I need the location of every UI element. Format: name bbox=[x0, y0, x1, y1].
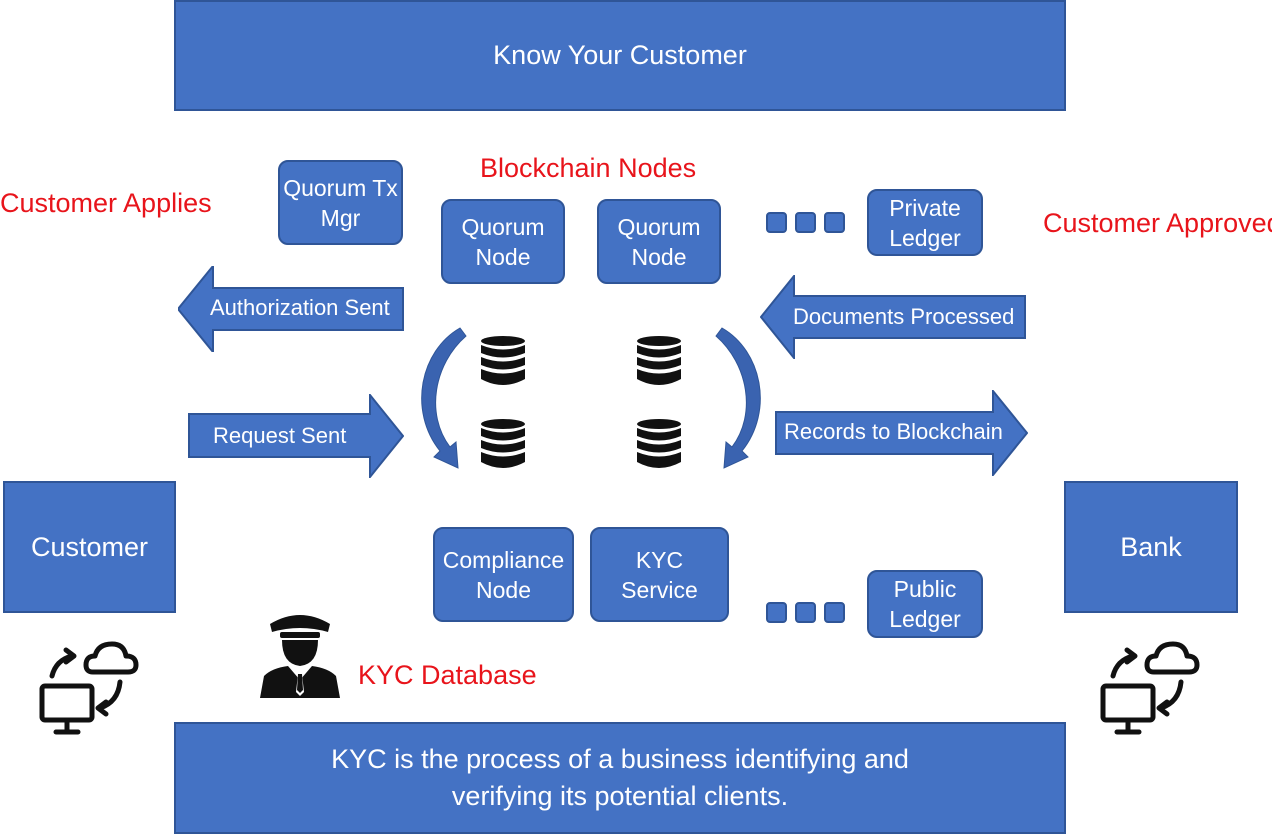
quorum-tx-mgr-node: Quorum Tx Mgr bbox=[278, 160, 403, 245]
documents-processed-label: Documents Processed bbox=[793, 304, 1015, 329]
request-sent-label: Request Sent bbox=[213, 423, 347, 448]
quorum-node-1: Quorum Node bbox=[441, 199, 565, 284]
ellipsis-dot bbox=[795, 212, 816, 233]
request-sent-arrow bbox=[188, 394, 404, 478]
blockchain-nodes-label: Blockchain Nodes bbox=[480, 153, 697, 183]
records-to-blockchain-label: Records to Blockchain bbox=[784, 419, 1003, 444]
curved-arrow-icon bbox=[715, 327, 761, 469]
customer-box: Customer bbox=[3, 481, 176, 613]
ellipsis-dot bbox=[766, 212, 787, 233]
authorization-sent-label: Authorization Sent bbox=[210, 295, 390, 320]
curved-arrow-icon bbox=[421, 327, 467, 469]
bank-label: Bank bbox=[1120, 531, 1182, 562]
database-icon bbox=[481, 419, 525, 468]
database-icon bbox=[637, 336, 681, 385]
kyc-service-node: KYC Service bbox=[590, 527, 729, 622]
computer-cloud-sync-icon bbox=[39, 641, 139, 735]
database-icon bbox=[481, 336, 525, 385]
kyc-database-label: KYC Database bbox=[358, 660, 537, 690]
ellipsis-dot bbox=[795, 602, 816, 623]
customer-applies-label: Customer Applies bbox=[0, 188, 212, 218]
private-ledger-node: Private Ledger bbox=[867, 189, 983, 256]
documents-processed-arrow bbox=[760, 275, 1026, 359]
footer-text-line-1: KYC is the process of a business identif… bbox=[331, 744, 909, 774]
authorization-sent-arrow bbox=[178, 266, 404, 352]
footer-banner: KYC is the process of a business identif… bbox=[174, 722, 1066, 834]
database-icon bbox=[637, 419, 681, 468]
ellipsis-dot bbox=[824, 212, 845, 233]
officer-icon bbox=[260, 615, 340, 698]
public-ledger-node: Public Ledger bbox=[867, 570, 983, 638]
computer-cloud-sync-icon bbox=[1100, 641, 1200, 735]
header-banner: Know Your Customer bbox=[174, 0, 1066, 111]
ellipsis-dot bbox=[766, 602, 787, 623]
customer-label: Customer bbox=[30, 531, 149, 562]
records-to-blockchain-arrow bbox=[775, 390, 1028, 476]
bank-box: Bank bbox=[1064, 481, 1238, 613]
compliance-node: Compliance Node bbox=[433, 527, 574, 622]
quorum-node-2: Quorum Node bbox=[597, 199, 721, 284]
header-title: Know Your Customer bbox=[493, 40, 747, 70]
footer-text-line-2: verifying its potential clients. bbox=[451, 781, 789, 811]
customer-approved-label: Customer Approved bbox=[1043, 208, 1272, 238]
ellipsis-dot bbox=[824, 602, 845, 623]
